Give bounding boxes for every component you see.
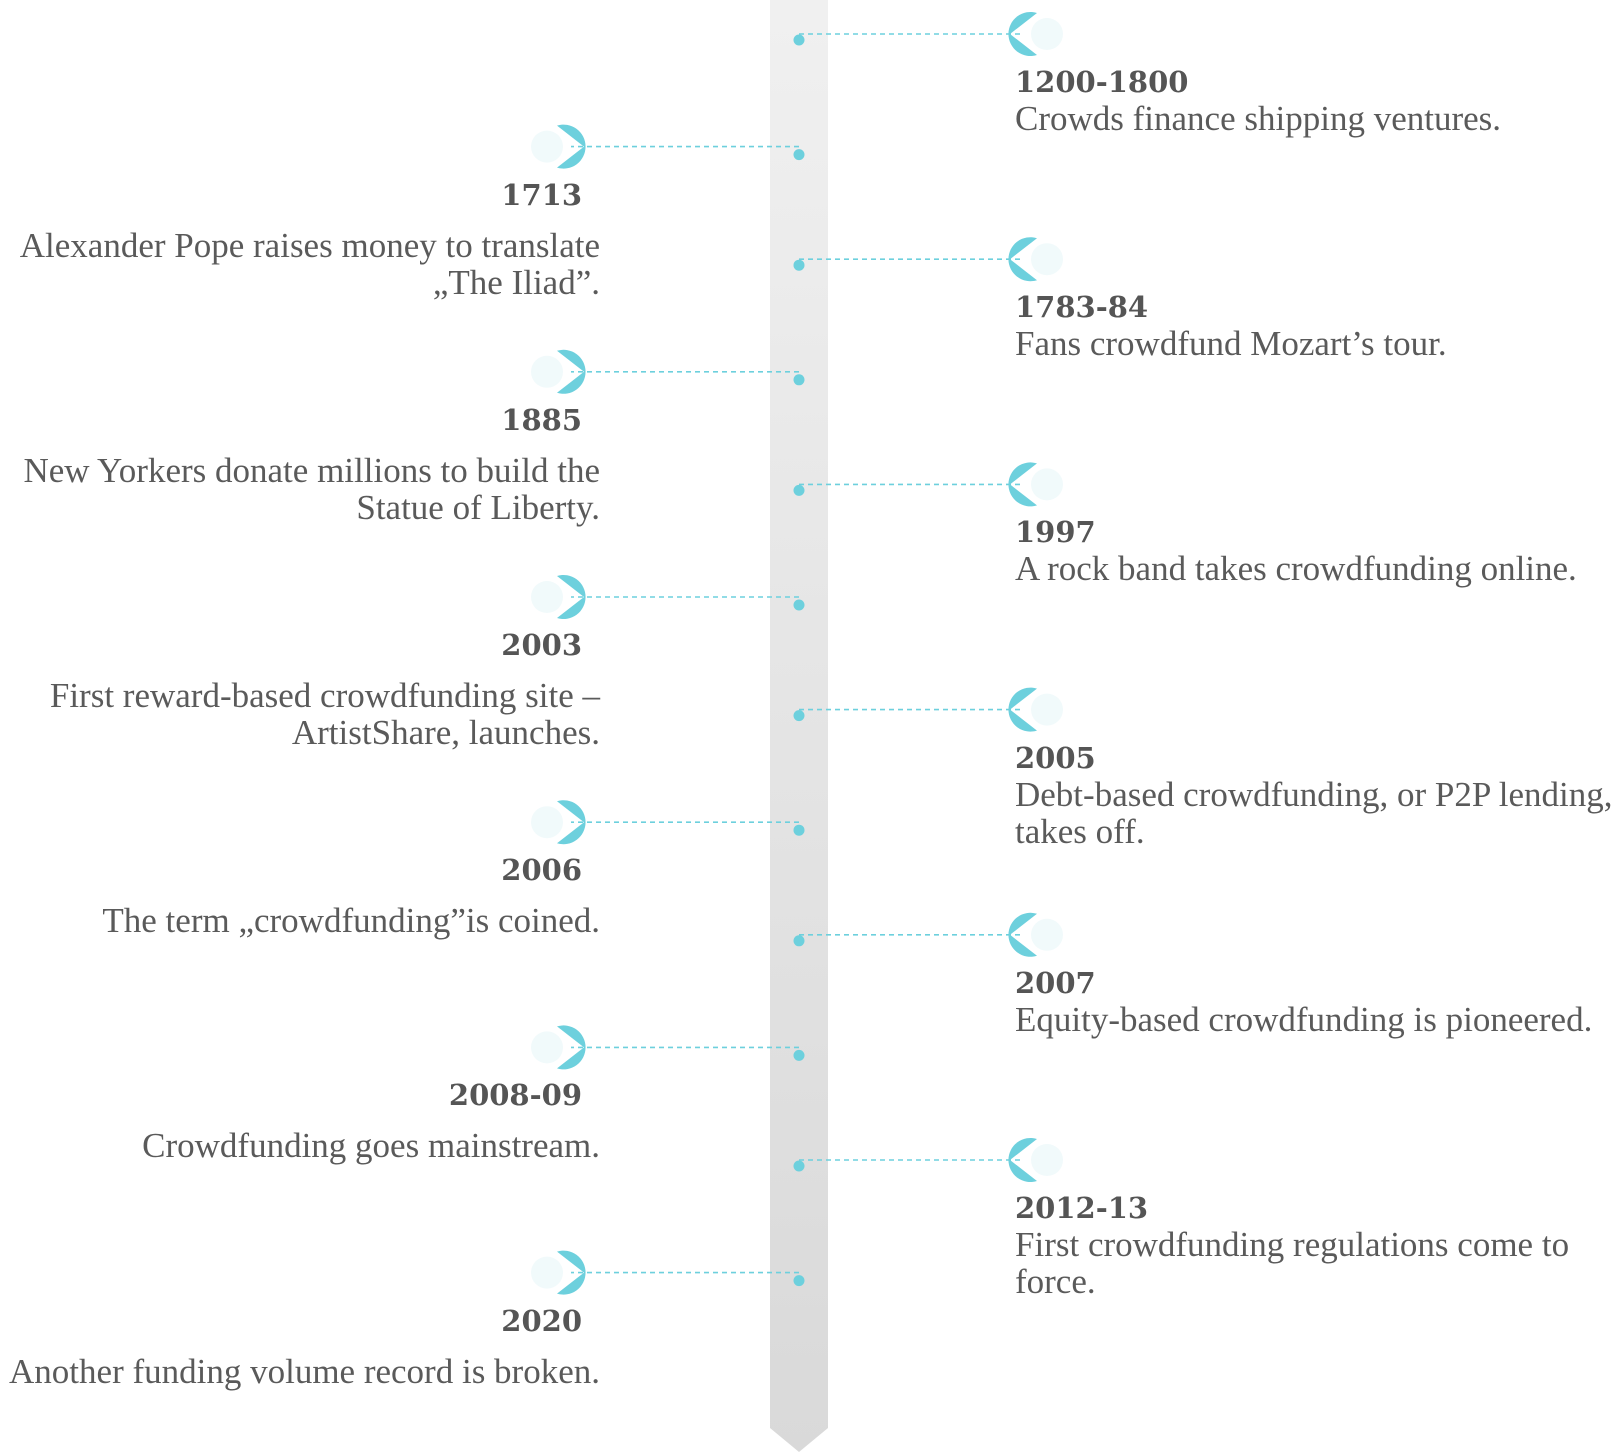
- spine-dot: [793, 1160, 805, 1172]
- event-description: Another funding volume record is broken.: [9, 1351, 600, 1391]
- event-year: 2020: [501, 1303, 582, 1338]
- spine-dot: [793, 484, 805, 496]
- event-description: Equity-based crowdfunding is pioneered.: [1015, 999, 1593, 1039]
- event-year: 1783-84: [1015, 290, 1149, 325]
- spine-dot: [793, 374, 805, 386]
- pin-marker-icon: [531, 349, 586, 394]
- event-year: 2003: [501, 628, 582, 662]
- pin-marker-icon: [1008, 237, 1063, 282]
- spine-dot: [793, 599, 805, 611]
- event-year: 2012-13: [1015, 1191, 1149, 1225]
- event-year: 1997: [1015, 515, 1096, 550]
- event-year: 1885: [501, 402, 582, 437]
- spine-dot: [793, 34, 805, 46]
- event-description: First crowdfunding regulations come to f…: [1015, 1225, 1570, 1301]
- spine-dot: [793, 935, 805, 947]
- event-year: 1713: [501, 177, 582, 212]
- connectors: [571, 33, 1023, 1287]
- spine-dot: [793, 710, 805, 722]
- pin-marker-icon: [531, 124, 586, 169]
- event-description: Alexander Pope raises money to translate…: [19, 225, 600, 302]
- timeline-spine: [770, 0, 828, 1452]
- spine-dot: [793, 259, 805, 271]
- event-year: 2008-09: [448, 1078, 582, 1113]
- event-description: First reward-based crowdfunding site – A…: [49, 676, 600, 752]
- event-year: 2005: [1015, 740, 1096, 775]
- event-description: Fans crowdfund Mozart’s tour.: [1015, 324, 1447, 364]
- event-description: A rock band takes crowdfunding online.: [1015, 549, 1577, 589]
- pin-marker-icon: [531, 1250, 586, 1295]
- event-description: New Yorkers donate millions to build the…: [23, 450, 601, 527]
- pin-marker-icon: [1008, 912, 1063, 957]
- pin-marker-icon: [531, 800, 586, 845]
- pin-marker-icon: [1008, 687, 1063, 732]
- pin-marker-icon: [1008, 462, 1063, 507]
- event-year: 2006: [501, 853, 582, 888]
- pin-marker-icon: [531, 575, 586, 619]
- event-description: The term „crowdfunding”is coined.: [102, 901, 600, 941]
- event-year: 1200-1800: [1015, 65, 1189, 99]
- event-year: 2007: [1015, 965, 1096, 1000]
- spine-dot: [793, 1275, 805, 1287]
- event-description: Debt-based crowdfunding, or P2P lending,…: [1015, 774, 1613, 851]
- spine-dot: [793, 824, 805, 836]
- pin-marker-icon: [531, 1025, 586, 1070]
- pin-marker-icon: [1008, 1138, 1063, 1182]
- pins: [531, 12, 1063, 1295]
- spine-dot: [793, 149, 805, 161]
- spine-dot: [793, 1049, 805, 1061]
- event-description: Crowdfunding goes mainstream.: [142, 1126, 600, 1166]
- pin-marker-icon: [1008, 12, 1063, 56]
- event-description: Crowds finance shipping ventures.: [1015, 99, 1502, 138]
